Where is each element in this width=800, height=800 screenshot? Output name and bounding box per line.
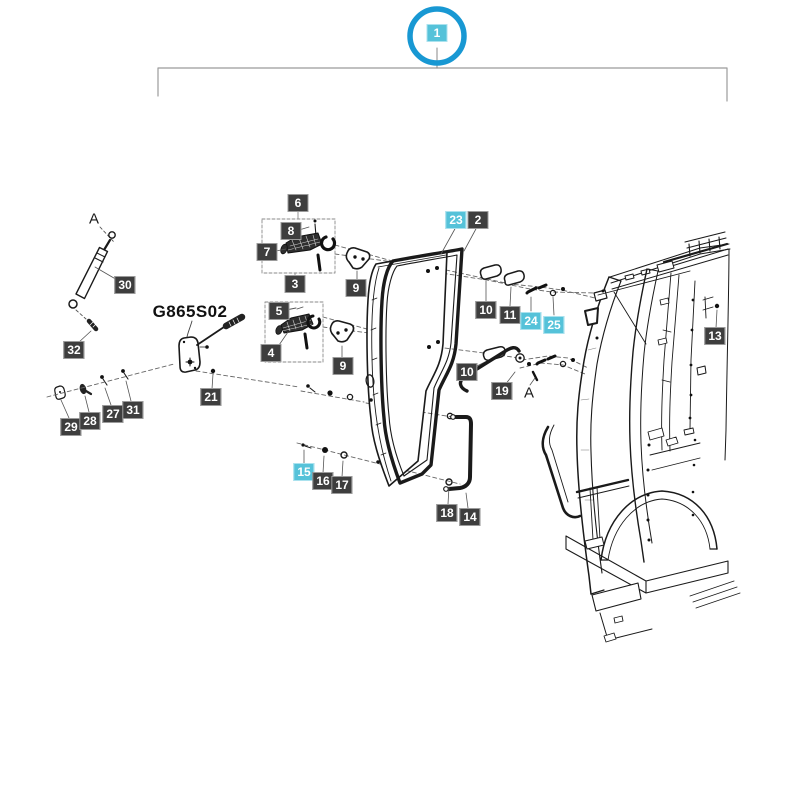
part-label-32[interactable]: 32 xyxy=(63,341,85,359)
lower-hinge-group xyxy=(264,301,355,401)
highlight-circle xyxy=(407,6,467,66)
part-label-15[interactable]: 15 xyxy=(293,463,315,481)
part-label-19[interactable]: 19 xyxy=(491,382,513,400)
grab-handle-assembly xyxy=(458,346,575,393)
part-label-31[interactable]: 31 xyxy=(122,401,144,419)
upper-hinge-group xyxy=(261,211,371,282)
part-label-18[interactable]: 18 xyxy=(436,504,458,522)
part-label-1[interactable]: 1 xyxy=(426,24,448,42)
part-label-23[interactable]: 23 xyxy=(445,211,467,229)
part-label-21[interactable]: 21 xyxy=(200,388,222,406)
part-label-29[interactable]: 29 xyxy=(60,418,82,436)
part-label-17[interactable]: 17 xyxy=(331,476,353,494)
fastener-row-left xyxy=(54,369,132,419)
part-label-7[interactable]: 7 xyxy=(256,243,278,261)
part-label-8[interactable]: 8 xyxy=(280,222,302,240)
part-label-28[interactable]: 28 xyxy=(79,412,101,430)
ref-letter-right: A xyxy=(523,384,535,402)
part-label-11[interactable]: 11 xyxy=(499,306,521,324)
part-label-10-mid[interactable]: 10 xyxy=(456,363,478,381)
part-label-10-upper[interactable]: 10 xyxy=(475,301,497,319)
part-label-24[interactable]: 24 xyxy=(520,312,542,330)
part-label-14[interactable]: 14 xyxy=(459,508,481,526)
part-label-5[interactable]: 5 xyxy=(268,302,290,320)
drawing-code-label: G865S02 xyxy=(152,302,228,321)
part-label-9-lower[interactable]: 9 xyxy=(332,357,354,375)
door-stay-rod xyxy=(447,415,473,491)
part-label-6[interactable]: 6 xyxy=(287,194,309,212)
part-label-25[interactable]: 25 xyxy=(543,316,565,334)
cab-frame xyxy=(541,231,741,643)
part-label-9-upper[interactable]: 9 xyxy=(345,279,367,297)
striker-plates xyxy=(479,264,565,316)
part-label-13[interactable]: 13 xyxy=(704,327,726,345)
gas-strut-assembly xyxy=(68,226,120,344)
lower-fasteners xyxy=(301,412,473,509)
part-label-30[interactable]: 30 xyxy=(114,276,136,294)
door-seal xyxy=(379,226,478,485)
ref-letter-left: A xyxy=(88,210,100,228)
group-bracket xyxy=(157,6,728,102)
inner-handle-assembly xyxy=(178,313,246,390)
part-label-27[interactable]: 27 xyxy=(102,405,124,423)
part-label-3[interactable]: 3 xyxy=(284,275,306,293)
part-label-4[interactable]: 4 xyxy=(260,344,282,362)
part-label-2[interactable]: 2 xyxy=(467,211,489,229)
